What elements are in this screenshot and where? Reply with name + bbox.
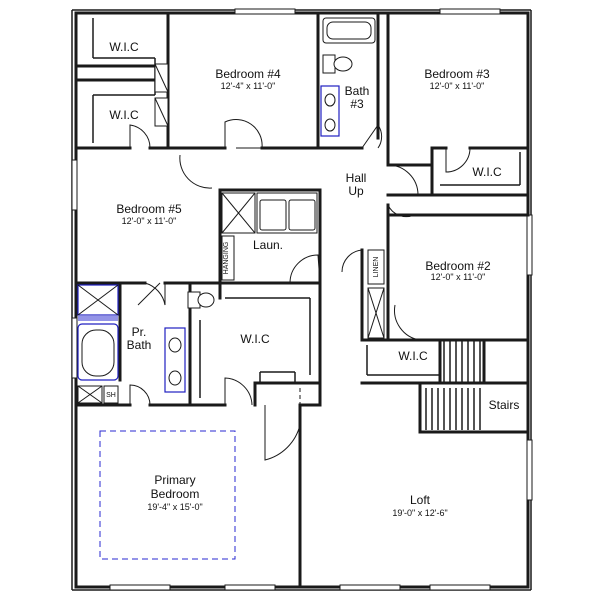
primary-dims: 19'-4" x 15'-0" — [147, 502, 202, 512]
bedroom5-dims: 12'-0" x 11'-0" — [122, 216, 177, 226]
fixtures — [77, 17, 481, 560]
shower-seat-label: SH — [106, 392, 116, 399]
room-labels: W.I.C W.I.C Bedroom #4 12'-4" x 11'-0" B… — [106, 40, 519, 518]
bedroom5-label: Bedroom #5 — [116, 202, 182, 216]
hall-label-2: Up — [348, 184, 364, 198]
wic-mid-label: W.I.C — [109, 108, 139, 122]
bedroom4-dims: 12'-4" x 11'-0" — [221, 81, 276, 91]
bedroom4-label: Bedroom #4 — [215, 67, 281, 81]
wic-primary-label: W.I.C — [240, 332, 270, 346]
stair-treads — [425, 340, 481, 430]
primary-label-1: Primary — [154, 473, 195, 487]
primary-label-2: Bedroom — [151, 487, 200, 501]
pr-bath-label-2: Bath — [127, 338, 152, 352]
pr-bath-label-1: Pr. — [132, 325, 147, 339]
bath3-label-2: #3 — [350, 97, 364, 111]
loft-dims: 19'-0" x 12'-6" — [392, 508, 447, 518]
stairs-label: Stairs — [489, 398, 520, 412]
interior-walls — [74, 11, 530, 589]
doors — [129, 119, 471, 461]
bedroom3-label: Bedroom #3 — [424, 67, 490, 81]
windows — [71, 8, 533, 591]
hall-label-1: Hall — [346, 171, 367, 185]
loft-label: Loft — [410, 493, 431, 507]
wic-top-label: W.I.C — [109, 40, 139, 54]
wic-bed2-label: W.I.C — [398, 349, 428, 363]
bedroom3-dims: 12'-0" x 11'-0" — [430, 81, 485, 91]
wic-bed3-label: W.I.C — [472, 165, 502, 179]
bedroom2-label: Bedroom #2 — [425, 259, 491, 273]
bedroom2-dims: 12'-0" x 11'-0" — [431, 272, 486, 282]
linen-label: LINEN — [373, 257, 380, 278]
bath3-label-1: Bath — [345, 84, 370, 98]
hanging-label: HANGING — [223, 242, 230, 275]
laundry-label: Laun. — [253, 238, 283, 252]
